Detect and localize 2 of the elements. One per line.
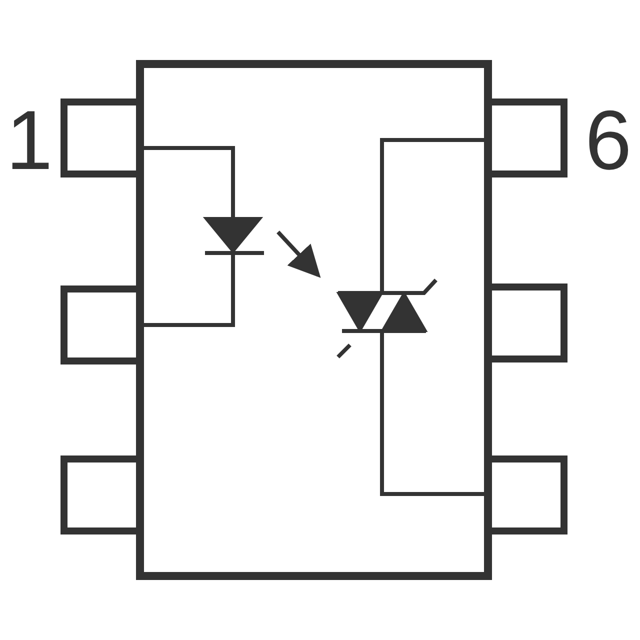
pin-number: 1 (6, 98, 53, 182)
pin-number: 6 (585, 98, 632, 182)
